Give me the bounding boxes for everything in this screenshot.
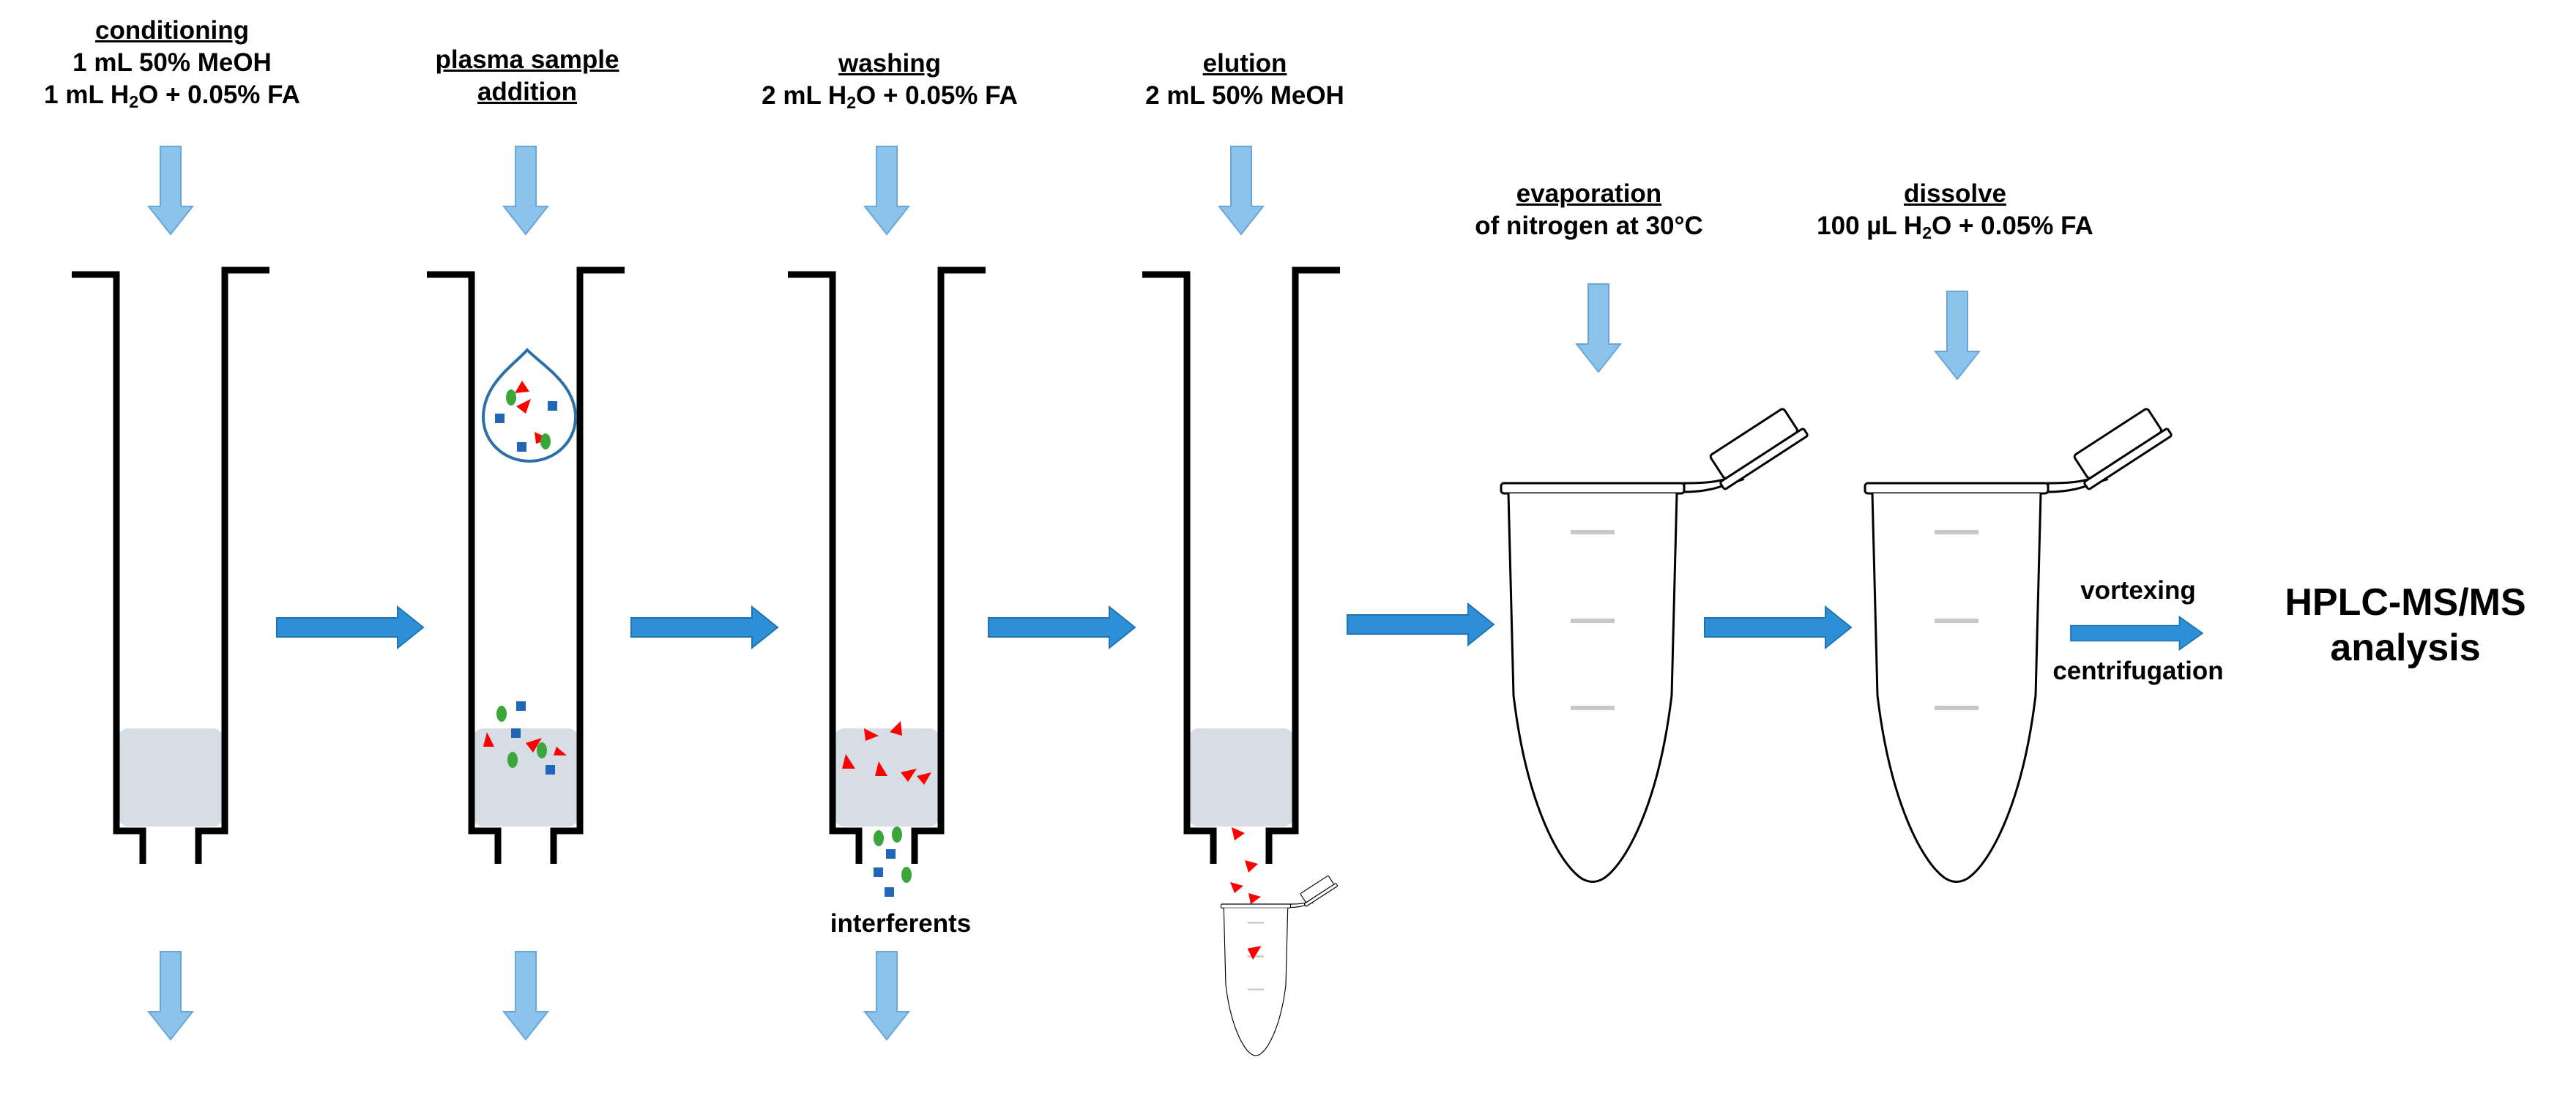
interferent-square-marker (886, 849, 896, 859)
interferent-round-marker (892, 826, 902, 843)
interferent-square-marker (511, 728, 521, 738)
interferent-square-marker (548, 401, 557, 411)
evaporation-line-1: of nitrogen at 30°C (1475, 212, 1703, 240)
eluted-interferents (874, 826, 912, 897)
interferents-text: interferents (830, 909, 972, 938)
interferent-round-marker (874, 830, 884, 846)
collection-tube-small (1220, 873, 1339, 1057)
analyte-marker (875, 761, 887, 776)
process-arrow-1 (276, 606, 424, 649)
flow-in-arrow-sample (503, 146, 548, 235)
interferent-square-marker (885, 887, 894, 897)
interferent-round-marker (507, 752, 518, 768)
tube-dissolve (1865, 405, 2172, 882)
centrifugation-text: centrifugation (2052, 657, 2224, 685)
flow-in-arrow-elution (1218, 146, 1264, 235)
interferent-round-marker (506, 389, 516, 406)
vortexing-label: vortexing (2028, 575, 2248, 607)
washing-title: washing (838, 49, 942, 78)
flow-out-arrow-conditioning (148, 951, 193, 1040)
tube-evaporation (1501, 405, 1808, 882)
evaporation-label: evaporation of nitrogen at 30°C (1435, 178, 1743, 242)
analyte-marker (901, 769, 917, 782)
conditioning-line-1: 1 mL 50% MeOH (72, 48, 272, 77)
plasma-sample-droplet (481, 348, 578, 463)
flow-in-arrow-evaporation (1576, 283, 1621, 373)
sample-on-sorbent (483, 701, 567, 775)
vortexing-text: vortexing (2080, 576, 2196, 605)
sample-addition-label: plasma sample addition (381, 44, 674, 108)
interferent-round-marker (901, 867, 912, 883)
analyte-marker (890, 721, 902, 736)
flow-out-arrow-sample (503, 951, 548, 1040)
washed-sorbent-analytes (842, 721, 931, 785)
process-arrow-5 (1704, 606, 1852, 649)
analyte-marker (1230, 882, 1243, 893)
analyte-marker (842, 754, 855, 769)
process-arrow-2 (630, 606, 778, 649)
result-line-1: HPLC-MS/MS (2285, 581, 2526, 624)
elution-label: elution 2 mL 50% MeOH (1098, 48, 1391, 112)
washing-line-1: 2 mL H2O + 0.05% FA (762, 81, 1018, 112)
spe-cartridge-elution (1142, 270, 1340, 864)
analyte-marker (1247, 946, 1262, 960)
analyte-marker (917, 772, 931, 785)
conditioning-title: conditioning (95, 16, 249, 45)
spe-cartridge-conditioning (72, 270, 269, 864)
eluted-analytes (1230, 827, 1261, 904)
sample-addition-title-2: addition (477, 78, 578, 106)
result-label: HPLC-MS/MS analysis (2241, 580, 2570, 671)
interferent-square-marker (495, 414, 505, 423)
process-arrow-4 (1347, 603, 1494, 646)
process-arrow-3 (988, 606, 1136, 649)
interferents-label: interferents (791, 908, 1010, 940)
interferent-square-marker (517, 442, 526, 452)
interferent-round-marker (496, 706, 507, 722)
centrifugation-label: centrifugation (2028, 655, 2248, 687)
process-arrow-6 (2070, 616, 2203, 651)
flow-arrows-out (148, 951, 909, 1040)
analyte-marker (526, 738, 542, 753)
analyte-marker (1245, 860, 1258, 873)
evaporation-title: evaporation (1516, 179, 1662, 208)
sample-addition-title-1: plasma sample (435, 45, 619, 74)
flow-in-arrow-conditioning (148, 146, 193, 235)
analyte-marker (554, 747, 567, 755)
interferent-square-marker (516, 701, 526, 711)
conditioning-line-2: 1 mL H2O + 0.05% FA (44, 81, 300, 111)
analyte-marker (1248, 893, 1261, 904)
analyte-marker (864, 728, 879, 741)
result-line-2: analysis (2330, 627, 2481, 669)
conditioning-label: conditioning 1 mL 50% MeOH 1 mL H2O + 0.… (4, 15, 340, 111)
dissolve-line-1: 100 µL H2O + 0.05% FA (1817, 212, 2093, 242)
interferent-round-marker (540, 433, 551, 449)
analyte-marker (515, 381, 529, 393)
flow-out-arrow-washing (864, 951, 909, 1040)
analyte-marker (516, 399, 531, 414)
interferent-square-marker (874, 867, 883, 877)
dissolve-label: dissolve 100 µL H2O + 0.05% FA (1772, 178, 2138, 242)
flow-arrows-in (148, 146, 1980, 380)
analyte-marker (1232, 827, 1245, 840)
analyte-marker (483, 732, 494, 747)
flow-in-arrow-dissolve (1935, 291, 1980, 380)
dissolve-title: dissolve (1903, 179, 2007, 208)
interferent-square-marker (546, 765, 555, 775)
interferent-round-marker (537, 742, 547, 758)
washing-label: washing 2 mL H2O + 0.05% FA (710, 48, 1069, 112)
elution-line-1: 2 mL 50% MeOH (1145, 81, 1344, 110)
elution-title: elution (1202, 49, 1287, 78)
flow-in-arrow-washing (864, 146, 909, 235)
